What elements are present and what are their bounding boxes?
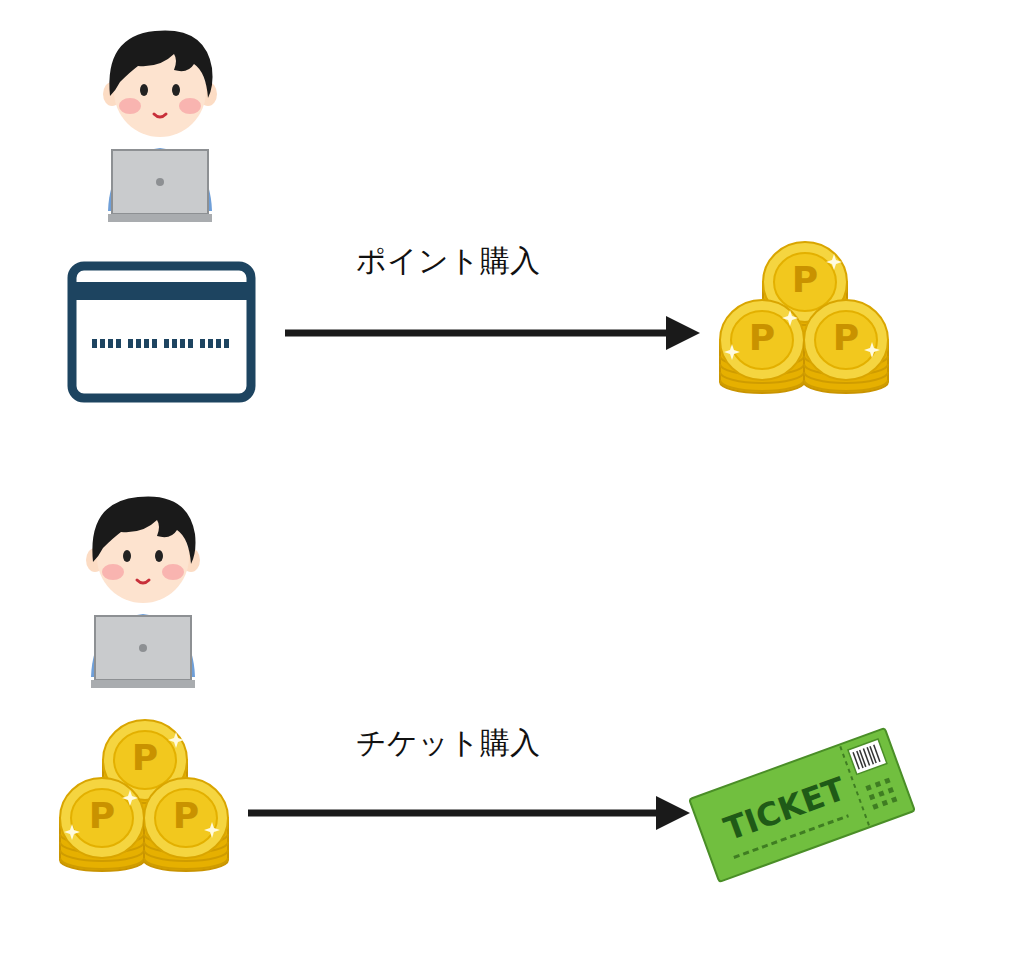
coin-letter: P [833,318,859,358]
coin-letter: P [173,796,199,836]
coin-letter: P [749,318,775,358]
coin-letter: P [132,738,158,778]
arrow-label: ポイント購入 [356,244,540,277]
arrow-label: チケット購入 [356,726,540,759]
ticket [689,728,915,882]
arrow [248,796,690,830]
coin-stack [720,242,888,393]
coin-stack [60,720,228,871]
credit-card [72,266,251,398]
arrow [285,316,700,350]
coin-letter: P [792,260,818,300]
coin-letter: P [89,796,115,836]
